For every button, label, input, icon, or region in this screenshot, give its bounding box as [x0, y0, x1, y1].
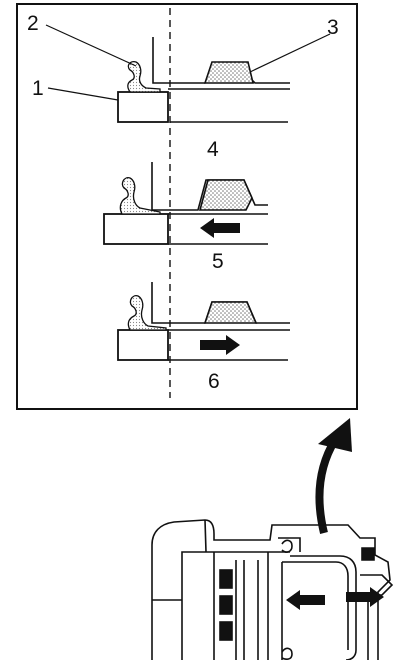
piston-body [117, 329, 169, 361]
dust-boot [119, 177, 161, 215]
curved-pointer-arrow [315, 418, 352, 534]
arrow-head-icon [318, 418, 352, 452]
caliper-overview [151, 519, 394, 661]
arrow-left-icon [200, 218, 240, 238]
step-6-detail [117, 282, 290, 361]
seal-ring [198, 179, 253, 211]
callout-1: 1 [32, 77, 44, 100]
detail-frame [16, 3, 358, 410]
piston-body [117, 91, 169, 123]
dust-boot [127, 60, 161, 93]
step-label-6: 6 [208, 370, 220, 393]
arrow-right-icon [200, 335, 240, 355]
step-label-5: 5 [212, 250, 224, 273]
piston-body [103, 213, 169, 245]
seal-ring [203, 61, 255, 84]
arrow-right-icon [346, 587, 384, 607]
seal-ring [203, 301, 258, 324]
arrow-left-icon [286, 590, 325, 610]
callout-2: 2 [27, 12, 39, 35]
step-5-detail [103, 162, 268, 245]
callout-3: 3 [327, 16, 339, 39]
step-label-4: 4 [207, 138, 219, 161]
dust-boot [127, 295, 167, 331]
step-4-detail [45, 24, 331, 123]
